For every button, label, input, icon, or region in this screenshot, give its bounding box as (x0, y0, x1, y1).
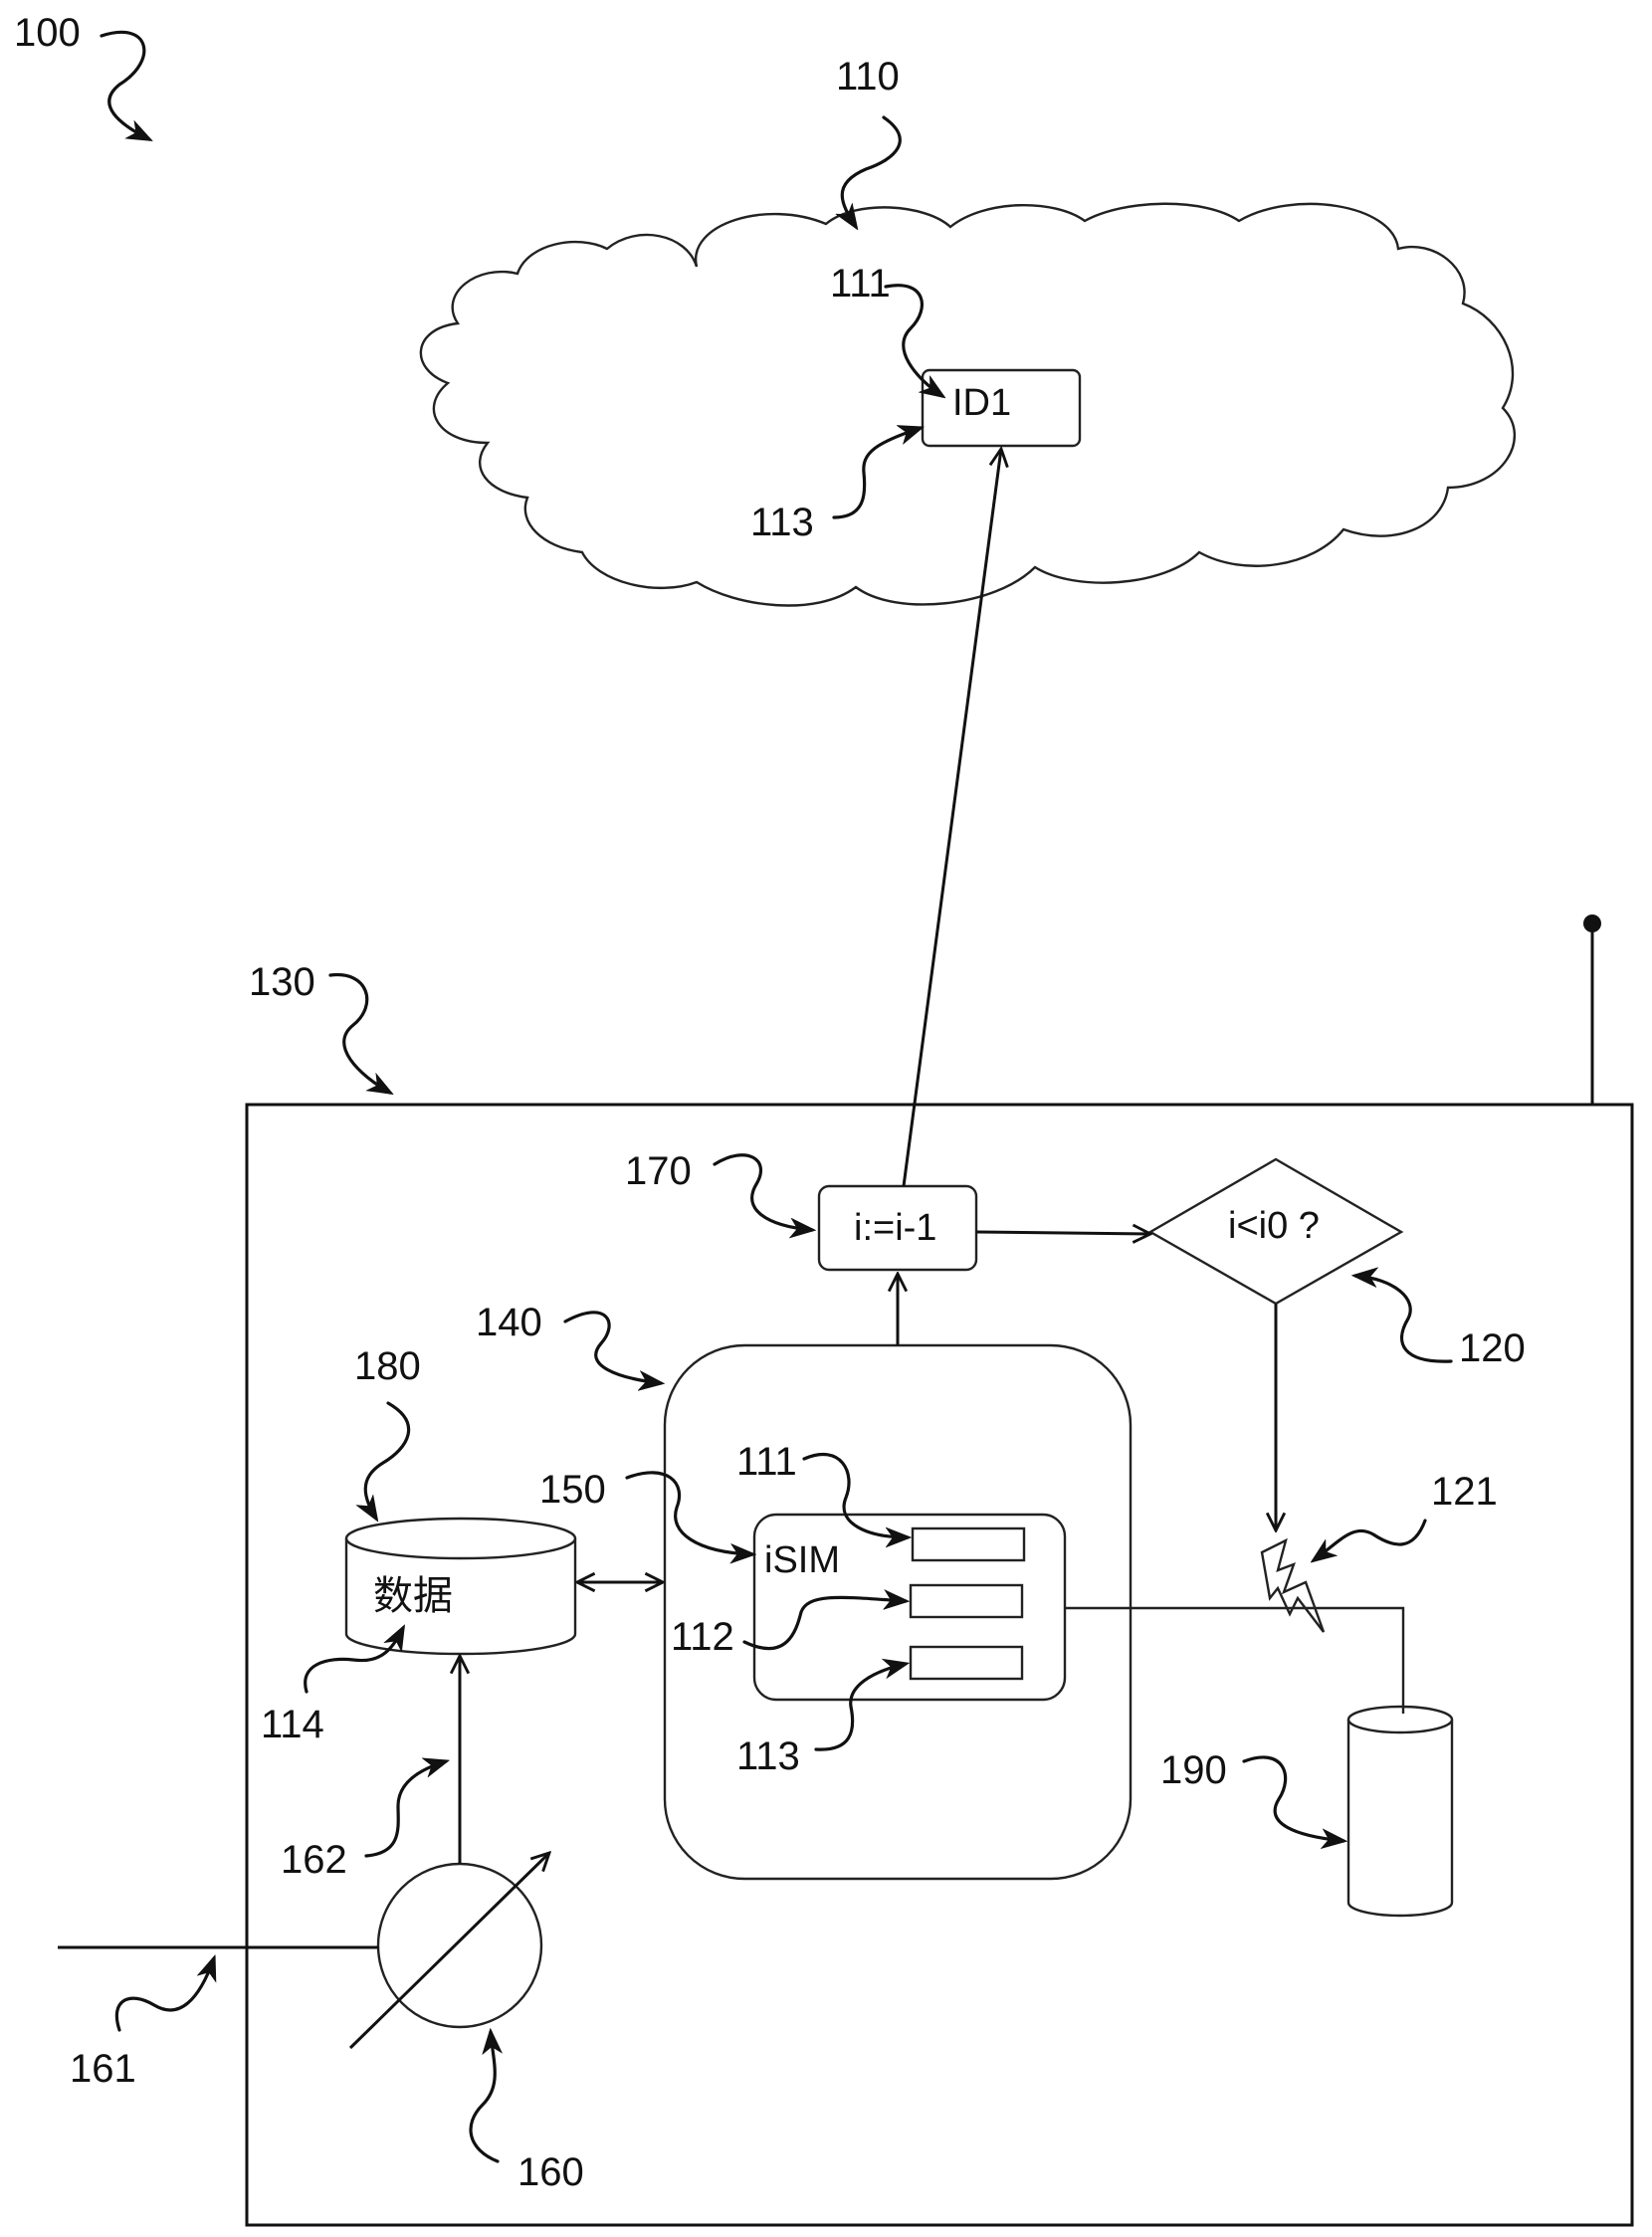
ref-114: 114 (261, 1703, 324, 1746)
counter-box (817, 1184, 978, 1272)
ref-120-pointer (1355, 1276, 1453, 1363)
ref-160-pointer (469, 2032, 498, 2163)
database-cylinder (344, 1517, 577, 1656)
ref-170-pointer (713, 1153, 812, 1230)
ref-111-cloud: 111 (830, 262, 891, 305)
ref-170: 170 (625, 1149, 692, 1193)
ref-190: 190 (1160, 1748, 1227, 1792)
ref-190-pointer (1242, 1755, 1343, 1841)
ref-111-isim: 111 (736, 1440, 797, 1484)
ref-180-pointer (365, 1401, 411, 1519)
ref-130-pointer (328, 972, 390, 1093)
database-label: 数据 (373, 1573, 453, 1619)
ref-100: 100 (14, 11, 81, 55)
ref-150: 150 (539, 1468, 606, 1512)
ref-113-cloud-pointer (832, 428, 921, 519)
ref-113-isim-pointer (814, 1664, 906, 1751)
ref-121: 121 (1431, 1470, 1498, 1514)
ref-111-cloud-pointer (884, 284, 942, 396)
isim-to-battery-line (1065, 1606, 1405, 1714)
ref-180: 180 (354, 1344, 421, 1388)
isim-label: iSIM (764, 1539, 840, 1581)
isim-field-2 (909, 1583, 1024, 1619)
ref-100-pointer (100, 30, 149, 139)
lightning-icon (1260, 1537, 1326, 1633)
isim-field-1 (911, 1526, 1026, 1562)
ref-140-pointer (563, 1311, 661, 1383)
ref-162: 162 (281, 1838, 347, 1882)
ref-112-isim-pointer (742, 1597, 906, 1651)
ref-150-pointer (625, 1471, 752, 1554)
device-enclosure (245, 1103, 1634, 2227)
counter-expression: i:=i-1 (854, 1207, 936, 1249)
ref-113-cloud: 113 (750, 501, 814, 544)
ref-114-pointer (304, 1628, 403, 1694)
id-label: ID1 (952, 382, 1011, 424)
ref-161-pointer (114, 1958, 214, 2032)
sensor-circle (376, 1862, 543, 2029)
ref-110-pointer (842, 115, 902, 227)
ref-161: 161 (70, 2047, 136, 2091)
decision-condition: i<i0 ? (1228, 1205, 1320, 1247)
ref-162-pointer (364, 1761, 446, 1858)
ref-112-isim: 112 (671, 1615, 734, 1659)
battery-cylinder (1346, 1705, 1454, 1918)
isim-field-3 (909, 1645, 1024, 1681)
ref-130: 130 (249, 960, 315, 1004)
ref-120: 120 (1459, 1326, 1526, 1370)
counter-to-id-arrow (902, 449, 1001, 1187)
ref-113-isim: 113 (736, 1734, 800, 1778)
cloud-network (419, 202, 1516, 607)
sensor-adjust-arrow (348, 1853, 549, 2050)
counter-to-decision-arrow (975, 1232, 1150, 1234)
ref-111-isim-pointer (802, 1452, 908, 1537)
ref-121-pointer (1314, 1519, 1427, 1560)
ref-140: 140 (476, 1301, 542, 1344)
antenna-tip (1583, 915, 1601, 932)
ref-160: 160 (517, 2150, 584, 2194)
ref-110: 110 (836, 55, 900, 99)
